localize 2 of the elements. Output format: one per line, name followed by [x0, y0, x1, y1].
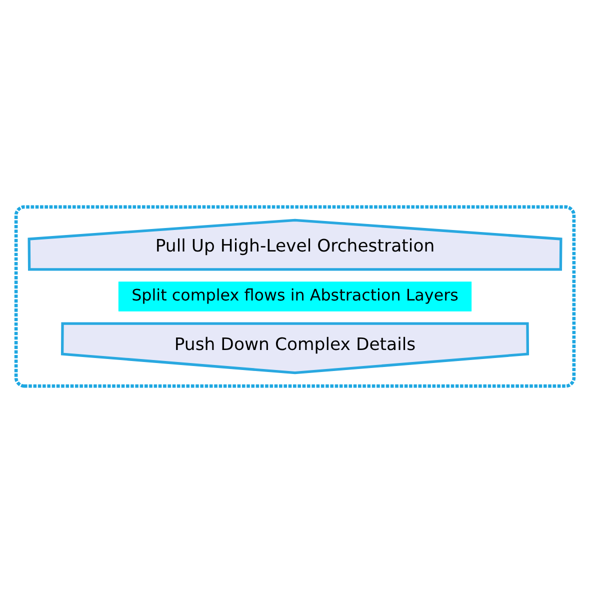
node-box: Split complex flows in Abstraction Layers — [118, 281, 472, 311]
cluster — [14, 204, 576, 388]
